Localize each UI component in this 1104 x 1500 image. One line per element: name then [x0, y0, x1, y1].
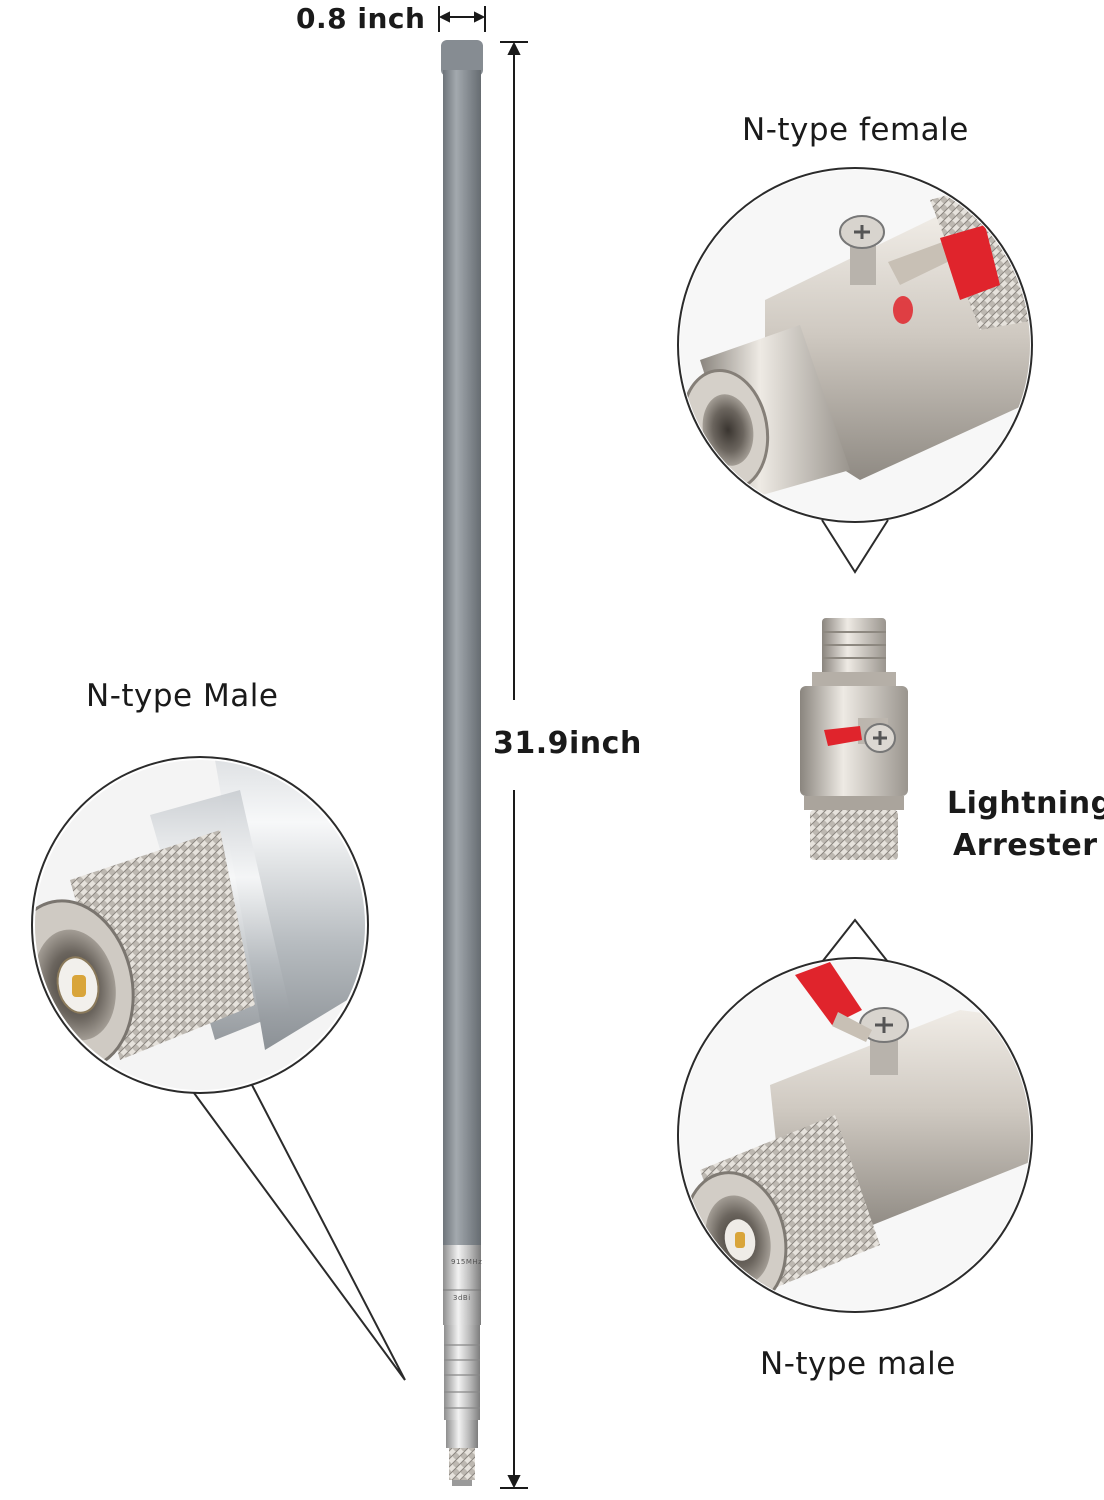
- antenna-cap: [441, 40, 483, 76]
- gold-pin-icon: [735, 1232, 745, 1248]
- top-right-callout: [677, 167, 1033, 574]
- antenna-connector: [449, 1448, 475, 1480]
- callout-pointer: [821, 918, 889, 963]
- bottom-right-callout: [677, 918, 1033, 1313]
- width-dimension-label: 0.8 inch: [296, 2, 426, 35]
- callout-label-n-type-male-right: N-type male: [760, 1346, 956, 1382]
- left-callout: [31, 756, 406, 1381]
- lightning-arrester: [800, 618, 908, 860]
- callout-pointer: [182, 1077, 406, 1381]
- antenna-base-tube: [444, 1325, 480, 1420]
- antenna-sticker-freq: 915MHz: [451, 1258, 483, 1266]
- red-cap-icon: [940, 225, 1000, 300]
- antenna-radome: [443, 70, 481, 1245]
- height-dimension-label: 31.9inch: [493, 726, 642, 761]
- callout-label-n-type-female: N-type female: [742, 112, 969, 148]
- antenna-sticker-gain: 3dBi: [453, 1294, 471, 1302]
- width-dimension: [438, 6, 486, 32]
- red-cap-icon: [795, 962, 862, 1025]
- callout-label-n-type-male-left: N-type Male: [86, 678, 279, 714]
- callout-pointer: [821, 519, 889, 574]
- gold-pin-icon: [72, 975, 86, 997]
- arrester-label-line2: Arrester: [953, 828, 1098, 863]
- arrester-label-line1: Lightning: [947, 786, 1104, 821]
- antenna-sticker-band: [443, 1245, 481, 1325]
- antenna: [441, 40, 483, 1486]
- height-dimension: [500, 41, 528, 1489]
